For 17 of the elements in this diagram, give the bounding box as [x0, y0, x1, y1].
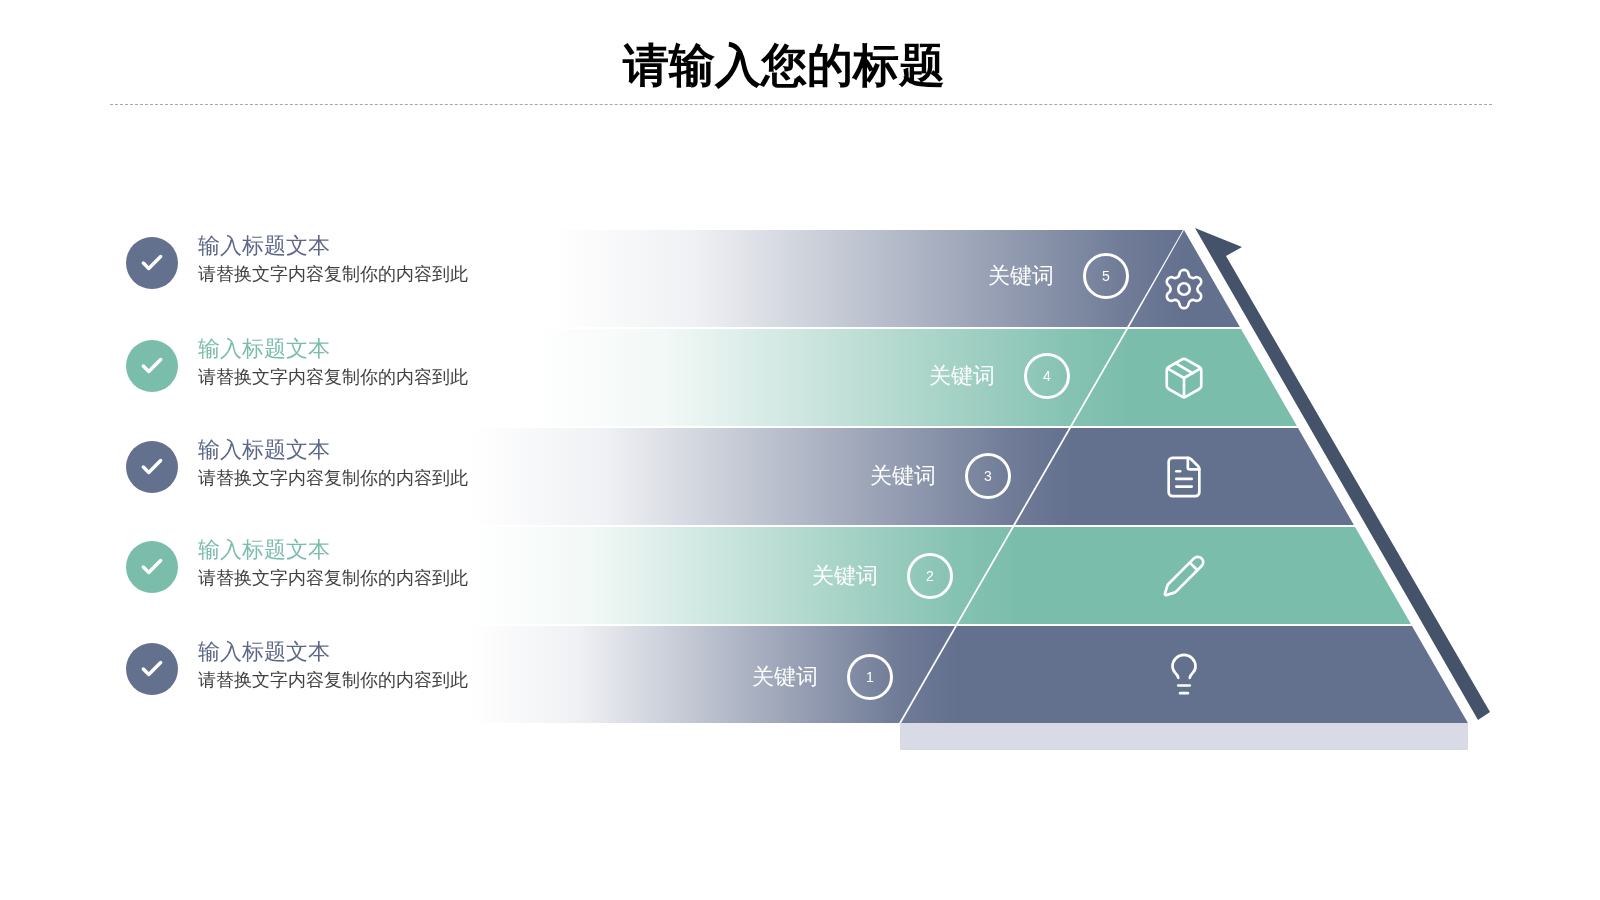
keyword-label: 关键词	[752, 666, 818, 688]
item-heading: 输入标题文本	[198, 539, 330, 561]
item-heading: 输入标题文本	[198, 439, 330, 461]
keyword-label: 关键词	[929, 365, 995, 387]
item-description: 请替换文字内容复制你的内容到此	[198, 368, 468, 386]
item-description: 请替换文字内容复制你的内容到此	[198, 671, 468, 689]
keyword-label: 关键词	[812, 565, 878, 587]
keyword-label: 关键词	[988, 265, 1054, 287]
item-heading: 输入标题文本	[198, 338, 330, 360]
item-description: 请替换文字内容复制你的内容到此	[198, 469, 468, 487]
item-description: 请替换文字内容复制你的内容到此	[198, 265, 468, 283]
item-heading: 输入标题文本	[198, 641, 330, 663]
keyword-label: 关键词	[870, 465, 936, 487]
item-description: 请替换文字内容复制你的内容到此	[198, 569, 468, 587]
pyramid-base	[900, 723, 1468, 750]
item-heading: 输入标题文本	[198, 235, 330, 257]
title: 请输入您的标题	[621, 40, 946, 91]
